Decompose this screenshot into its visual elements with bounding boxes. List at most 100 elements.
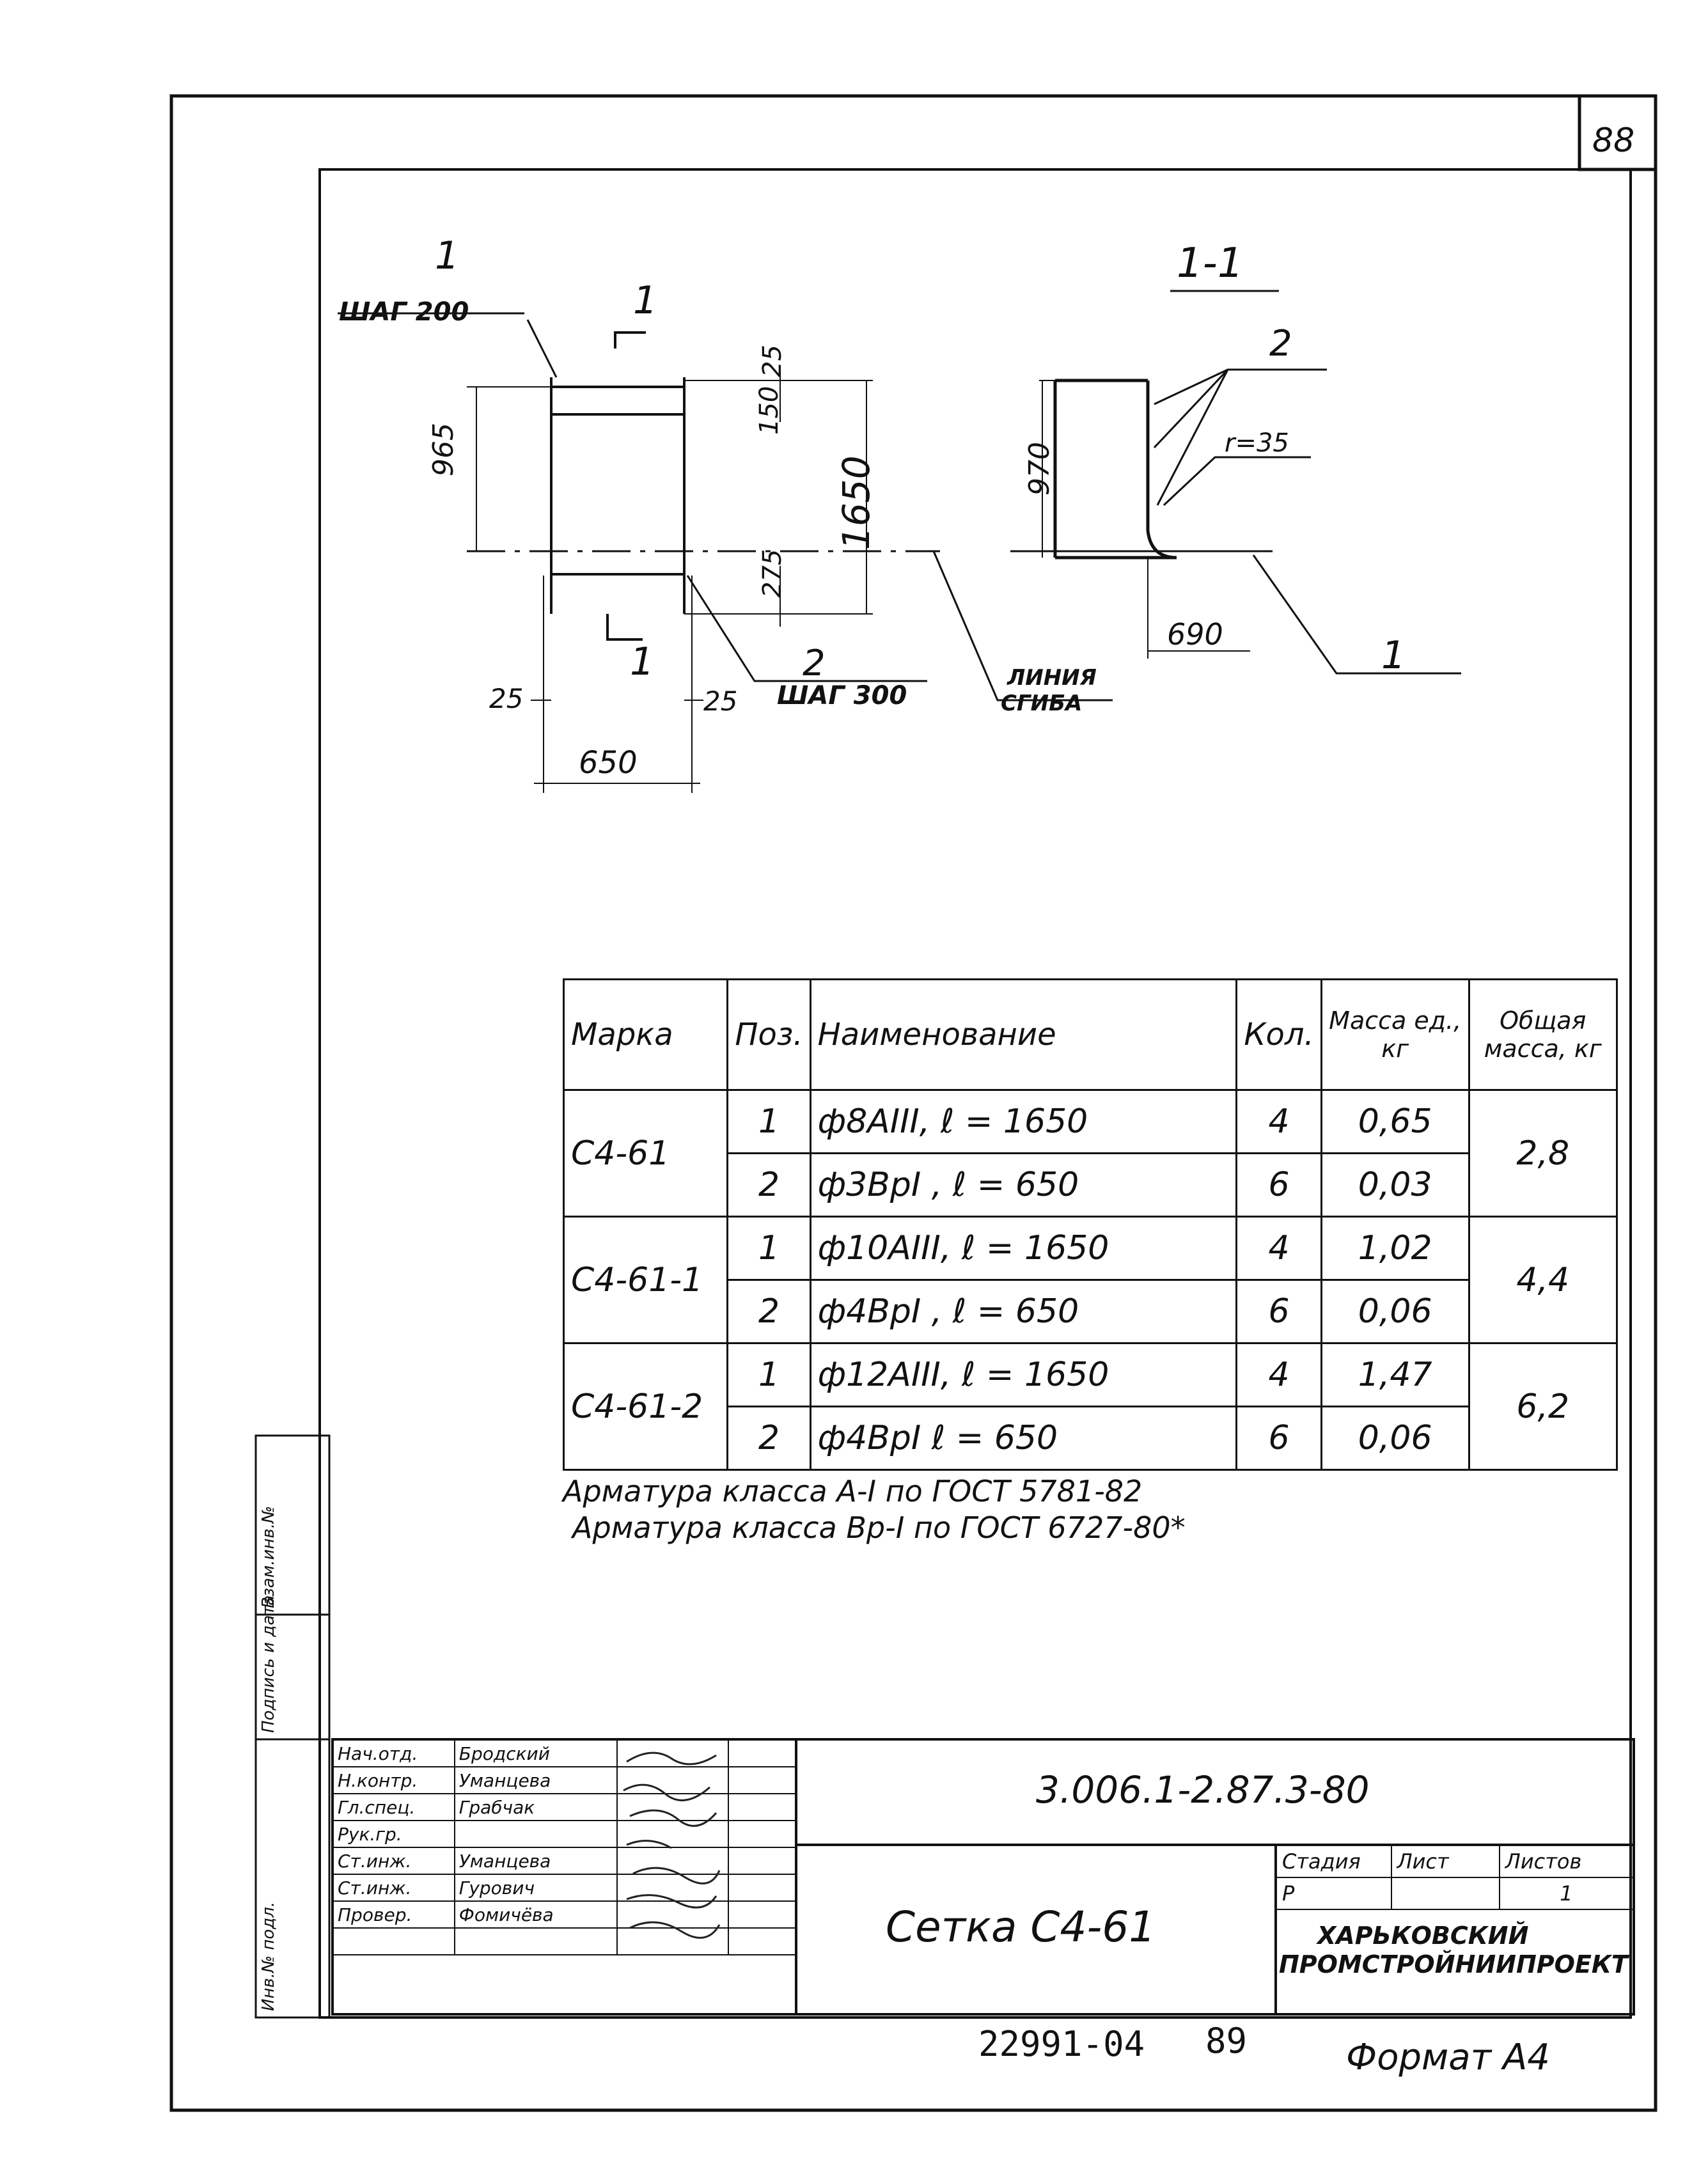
sheet-format: Формат А4 [1346,2037,1550,2078]
note-line-1: Арматура класса А-I по ГОСТ 5781-82 [563,1474,1143,1508]
staff-name: Грабчак [453,1793,618,1821]
staff-row: Ст.инж.Уманцева [333,1847,796,1875]
name-cell: ф4ВрI , ℓ = 650 [809,1279,1238,1344]
header-mark: Марка [562,978,729,1091]
stage-value-row: Р 1 [1276,1877,1634,1910]
dim-275: 275 [758,549,787,598]
archive-page: 89 [1205,2021,1248,2061]
spec-header-row: Марка Поз. Наименование Кол. Масса ед., … [562,978,1618,1091]
qty-cell: 6 [1235,1279,1322,1344]
header-name: Наименование [809,978,1238,1091]
mark-cell: С4-61-2 [562,1342,729,1471]
table-row: С4-61-1 1 ф10АIII, ℓ = 1650 4 1,02 4,4 [562,1216,1618,1344]
dim-1650: 1650 [834,455,878,550]
qty-cell: 4 [1235,1342,1322,1407]
dim-970: 970 [1023,442,1056,496]
pos-cell: 1 [726,1089,811,1154]
qty-cell: 4 [1235,1216,1322,1281]
dim-690: 690 [1167,617,1223,652]
name-cell: ф8АIII, ℓ = 1650 [809,1089,1238,1154]
header-total-mass: Общая масса, кг [1468,978,1618,1091]
staff-row: Рук.гр. [333,1820,796,1848]
sheet-label: Лист [1390,1845,1500,1878]
title-block-stage: Стадия Лист Листов Р 1 [1276,1845,1634,1910]
total-mass-cell: 2,8 [1468,1089,1618,1218]
table-row: 2 ф4ВрI ℓ = 650 6 0,06 [564,1406,1617,1471]
staff-role: Нач.отд. [333,1739,455,1767]
pitch-300-label: ШАГ 300 [777,681,907,710]
staff-row: Н.контр.Уманцева [333,1766,796,1794]
name-cell: ф10АIII, ℓ = 1650 [809,1216,1238,1281]
staff-date [728,1766,796,1794]
stage-header-row: Стадия Лист Листов [1276,1845,1634,1878]
pos-cell: 2 [726,1406,811,1471]
staff-row: Нач.отд.Бродский [333,1739,796,1767]
mass-cell: 0,06 [1320,1279,1470,1344]
staff-name: Фомичёва [453,1900,618,1929]
header-unit-mass: Масса ед., кг [1320,978,1470,1091]
pos-cell: 1 [726,1342,811,1407]
table-row: 2 ф3ВрI , ℓ = 650 6 0,03 [564,1152,1617,1218]
doc-code: 3.006.1-2.87.3-80 [1036,1768,1370,1812]
staff-row: Провер.Фомичёва [333,1900,796,1929]
staff-date [728,1793,796,1821]
staff-date [728,1739,796,1767]
drawing-title: Сетка С4-61 [886,1902,1156,1952]
cut-mark-bottom: 1 [630,639,655,684]
name-cell: ф3ВрI , ℓ = 650 [809,1152,1238,1218]
name-cell: ф4ВрI ℓ = 650 [809,1406,1238,1471]
callout-pos2-bottom: 2 [803,643,826,684]
stage-value: Р [1276,1877,1392,1910]
stamp-replace-label: Взам.инв.№ [259,1506,278,1608]
total-mass-cell: 6,2 [1468,1342,1618,1471]
fold-line-label-1: ЛИНИЯ [1007,665,1097,691]
header-qty: Кол. [1235,978,1322,1091]
stamp-inv-label: Инв.№ подл. [259,1901,278,2011]
mass-cell: 0,06 [1320,1406,1470,1471]
org-name-1: ХАРЬКОВСКИЙ [1317,1922,1529,1950]
staff-name: Уманцева [453,1766,618,1794]
dim-650: 650 [579,745,638,781]
note-line-2: Арматура класса Вр-I по ГОСТ 6727-80* [572,1510,1186,1545]
mark-cell: С4-61 [562,1089,729,1218]
dim-25-right: 25 [703,685,738,717]
spec-table: Марка Поз. Наименование Кол. Масса ед., … [562,978,1618,1471]
staff-role: Ст.инж. [333,1847,455,1875]
header-pos: Поз. [726,978,811,1091]
mass-cell: 1,47 [1320,1342,1470,1407]
staff-date [728,1900,796,1929]
section-label: 1-1 [1177,240,1244,287]
signatures-scribble [623,1751,721,1939]
fold-line-label-2: СГИБА [1001,691,1083,716]
stage-label: Стадия [1276,1845,1392,1878]
mark-cell: С4-61-1 [562,1216,729,1344]
title-block-staff: Нач.отд.Бродский Н.контр.Уманцева Гл.спе… [333,1739,796,1955]
mass-cell: 0,03 [1320,1152,1470,1218]
section-callout-pos1: 1 [1381,633,1406,678]
staff-role: Рук.гр. [333,1820,455,1848]
table-row: С4-61-2 1 ф12АIII, ℓ = 1650 4 1,47 6,2 [562,1342,1618,1471]
section-radius-label: r=35 [1225,428,1289,458]
pitch-200-label: ШАГ 200 [339,297,469,327]
staff-role: Гл.спец. [333,1793,455,1821]
pos-cell: 2 [726,1279,811,1344]
callout-pos1-top: 1 [435,233,460,278]
dim-965: 965 [427,423,460,476]
sheets-label: Листов [1498,1845,1634,1878]
qty-cell: 6 [1235,1152,1322,1218]
section-callout-pos2: 2 [1269,323,1292,364]
total-mass-cell: 4,4 [1468,1216,1618,1344]
staff-signature [616,1766,730,1794]
staff-role: Н.контр. [333,1766,455,1794]
pos-cell: 1 [726,1216,811,1281]
staff-name: Бродский [453,1739,618,1767]
staff-signature [616,1820,730,1848]
staff-name [453,1820,618,1848]
mass-cell: 0,65 [1320,1089,1470,1154]
qty-cell: 4 [1235,1089,1322,1154]
staff-name: Гурович [453,1874,618,1902]
staff-date [728,1874,796,1902]
qty-cell: 6 [1235,1406,1322,1471]
cut-mark-top: 1 [633,278,658,323]
